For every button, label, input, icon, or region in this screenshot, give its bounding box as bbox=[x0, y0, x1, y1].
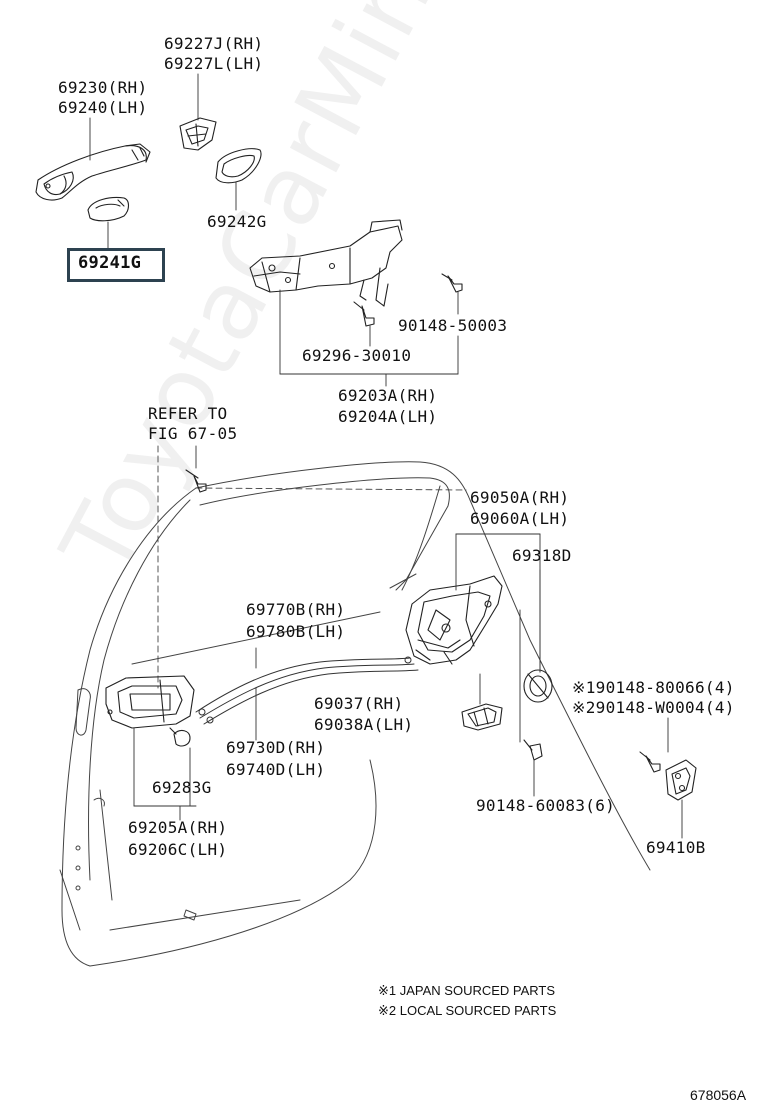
handle-frame-drawing bbox=[249, 219, 403, 307]
label-69037-rh: 69037(RH) bbox=[314, 694, 404, 713]
lock-cover-69037 bbox=[461, 703, 503, 731]
label-69740d-lh: 69740D(LH) bbox=[226, 760, 326, 779]
label-69241G: 69241G bbox=[78, 253, 142, 273]
label-69050a-rh: 69050A(RH) bbox=[470, 488, 570, 507]
screw-69296-30010 bbox=[353, 301, 375, 327]
label-69780b-lh: 69780B(LH) bbox=[246, 622, 346, 641]
outside-handle-drawing bbox=[35, 143, 151, 201]
handle-cover-drawing bbox=[179, 117, 217, 151]
label-69242G: 69242G bbox=[207, 212, 267, 231]
label-90148-80066: ※190148-80066(4) bbox=[572, 678, 735, 697]
inside-handle-drawing bbox=[105, 675, 195, 729]
cable-drawing bbox=[195, 656, 419, 725]
label-refer-to: REFER TO bbox=[148, 404, 228, 423]
label-69204a-lh: 69204A(LH) bbox=[338, 407, 438, 426]
screw-90148-80066 bbox=[639, 751, 661, 773]
label-69203a-rh: 69203A(RH) bbox=[338, 386, 438, 405]
clip-refer bbox=[185, 469, 207, 493]
label-69240-lh: 69240(LH) bbox=[58, 98, 148, 117]
label-90148-w0004: ※290148-W0004(4) bbox=[572, 698, 735, 717]
screw-90148-60083 bbox=[523, 739, 543, 761]
label-69770b-rh: 69770B(RH) bbox=[246, 600, 346, 619]
label-refer-fig: FIG 67-05 bbox=[148, 424, 238, 443]
label-69283G: 69283G bbox=[152, 778, 212, 797]
leader-lines-frame bbox=[279, 289, 459, 387]
note-japan-sourced: ※1 JAPAN SOURCED PARTS bbox=[378, 983, 556, 998]
label-69730d-rh: 69730D(RH) bbox=[226, 738, 326, 757]
leader-lines-top bbox=[89, 73, 237, 249]
striker-69410B bbox=[665, 759, 697, 801]
lock-assembly-drawing bbox=[405, 575, 503, 665]
highlight-box bbox=[67, 248, 165, 282]
label-69230-rh: 69230(RH) bbox=[58, 78, 148, 97]
figure-id: 678056A bbox=[690, 1087, 747, 1103]
label-90148-60083: 90148-60083(6) bbox=[476, 796, 616, 815]
label-69206c-lh: 69206C(LH) bbox=[128, 840, 228, 859]
label-90148-50003: 90148-50003 bbox=[398, 316, 508, 335]
label-69227-lh: 69227L(LH) bbox=[164, 54, 264, 73]
label-69227-rh: 69227J(RH) bbox=[164, 34, 264, 53]
grommet-69318D bbox=[523, 669, 553, 703]
label-69060a-lh: 69060A(LH) bbox=[470, 509, 570, 528]
refer-dashed-lines bbox=[157, 445, 467, 689]
label-69038a-lh: 69038A(LH) bbox=[314, 715, 414, 734]
leader-lines-lower bbox=[133, 445, 683, 839]
label-69296-30010: 69296-30010 bbox=[302, 346, 412, 365]
cap-69283G bbox=[169, 727, 191, 747]
label-69205a-rh: 69205A(RH) bbox=[128, 818, 228, 837]
screw-90148-50003 bbox=[441, 273, 463, 293]
handle-pad-drawing bbox=[87, 196, 130, 222]
note-local-sourced: ※2 LOCAL SOURCED PARTS bbox=[378, 1003, 557, 1018]
gasket-drawing bbox=[215, 148, 262, 184]
label-69318D: 69318D bbox=[512, 546, 572, 565]
label-69410B: 69410B bbox=[646, 838, 706, 857]
door-outline-drawing bbox=[59, 461, 651, 967]
